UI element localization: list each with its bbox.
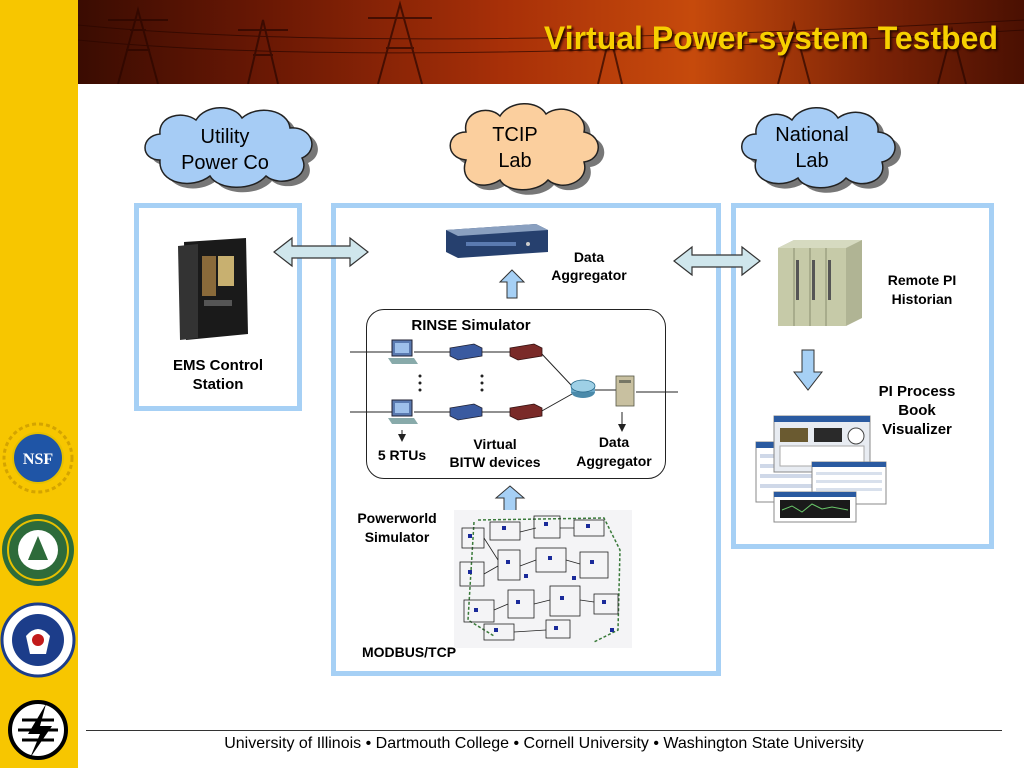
rinse-network-diagram [350, 339, 678, 442]
ems-label-line1: EMS Control [173, 357, 263, 374]
pi-visualizer-screens-icon [755, 415, 887, 523]
rtus-label: 5 RTUs [377, 447, 427, 463]
data-aggregator-bottom-line2: Aggregator [576, 453, 652, 469]
tcip-national-double-arrow [673, 245, 761, 277]
rtu-computer-icon [388, 339, 418, 364]
data-aggregator-bottom-line1: Data [598, 434, 630, 450]
utility-cloud-line2: Power Co [181, 152, 269, 174]
ems-label-line2: Station [192, 376, 244, 393]
footer-divider [86, 730, 1002, 731]
data-aggregator-device-icon [446, 224, 548, 258]
national-cloud [741, 107, 902, 193]
visualizer-line2: Book [898, 402, 936, 419]
lightning-logo-icon [8, 700, 68, 760]
national-box [731, 203, 994, 549]
powerworld-label-line1: Powerworld [357, 510, 437, 526]
powerworld-label-line2: Simulator [364, 529, 430, 545]
up-arrow-to-aggregator [498, 269, 526, 299]
dhs-seal-icon [0, 602, 76, 678]
nsf-logo-icon: NSF [2, 422, 74, 494]
nsf-text: NSF [23, 451, 53, 468]
tcip-cloud-line1: TCIP [492, 124, 538, 146]
data-aggregator-top-line1: Data [573, 249, 605, 265]
utility-tcip-double-arrow [273, 236, 369, 268]
pi-historian-line2: Historian [891, 291, 953, 307]
bitw-label-line2: BITW devices [449, 454, 541, 470]
visualizer-line1: PI Process [878, 383, 956, 400]
tcip-box [331, 203, 721, 676]
slide-title: Virtual Power-system Testbed [543, 20, 998, 56]
national-cloud-line2: Lab [795, 150, 829, 172]
bitw-label-line1: Virtual [473, 436, 517, 452]
doe-seal-icon [2, 514, 74, 586]
down-arrow-to-visualizer [792, 349, 824, 391]
utility-cloud-line1: Utility [200, 126, 250, 148]
national-cloud-line1: National [775, 124, 849, 146]
rinse-simulator-box [366, 309, 666, 479]
rinse-simulator-label: RINSE Simulator [411, 317, 531, 334]
tcip-cloud-line2: Lab [498, 150, 532, 172]
transmission-towers-graphic [78, 0, 1024, 84]
ems-cabinet-icon [178, 238, 248, 340]
utility-cloud [144, 107, 318, 193]
rtu-computer-icon-2 [388, 399, 418, 424]
data-aggregator-top-line2: Aggregator [551, 267, 627, 283]
tcip-cloud [449, 103, 605, 195]
footer-universities: University of Illinois • Dartmouth Colle… [224, 735, 864, 752]
title-banner: Virtual Power-system Testbed [78, 0, 1024, 84]
visualizer-line3: Visualizer [882, 421, 952, 438]
pi-historian-line1: Remote PI [887, 272, 957, 288]
utility-box [134, 203, 302, 411]
pi-historian-server-icon [778, 240, 862, 326]
modbus-label: MODBUS/TCP [361, 644, 457, 660]
powerworld-oneline-diagram [454, 510, 632, 648]
